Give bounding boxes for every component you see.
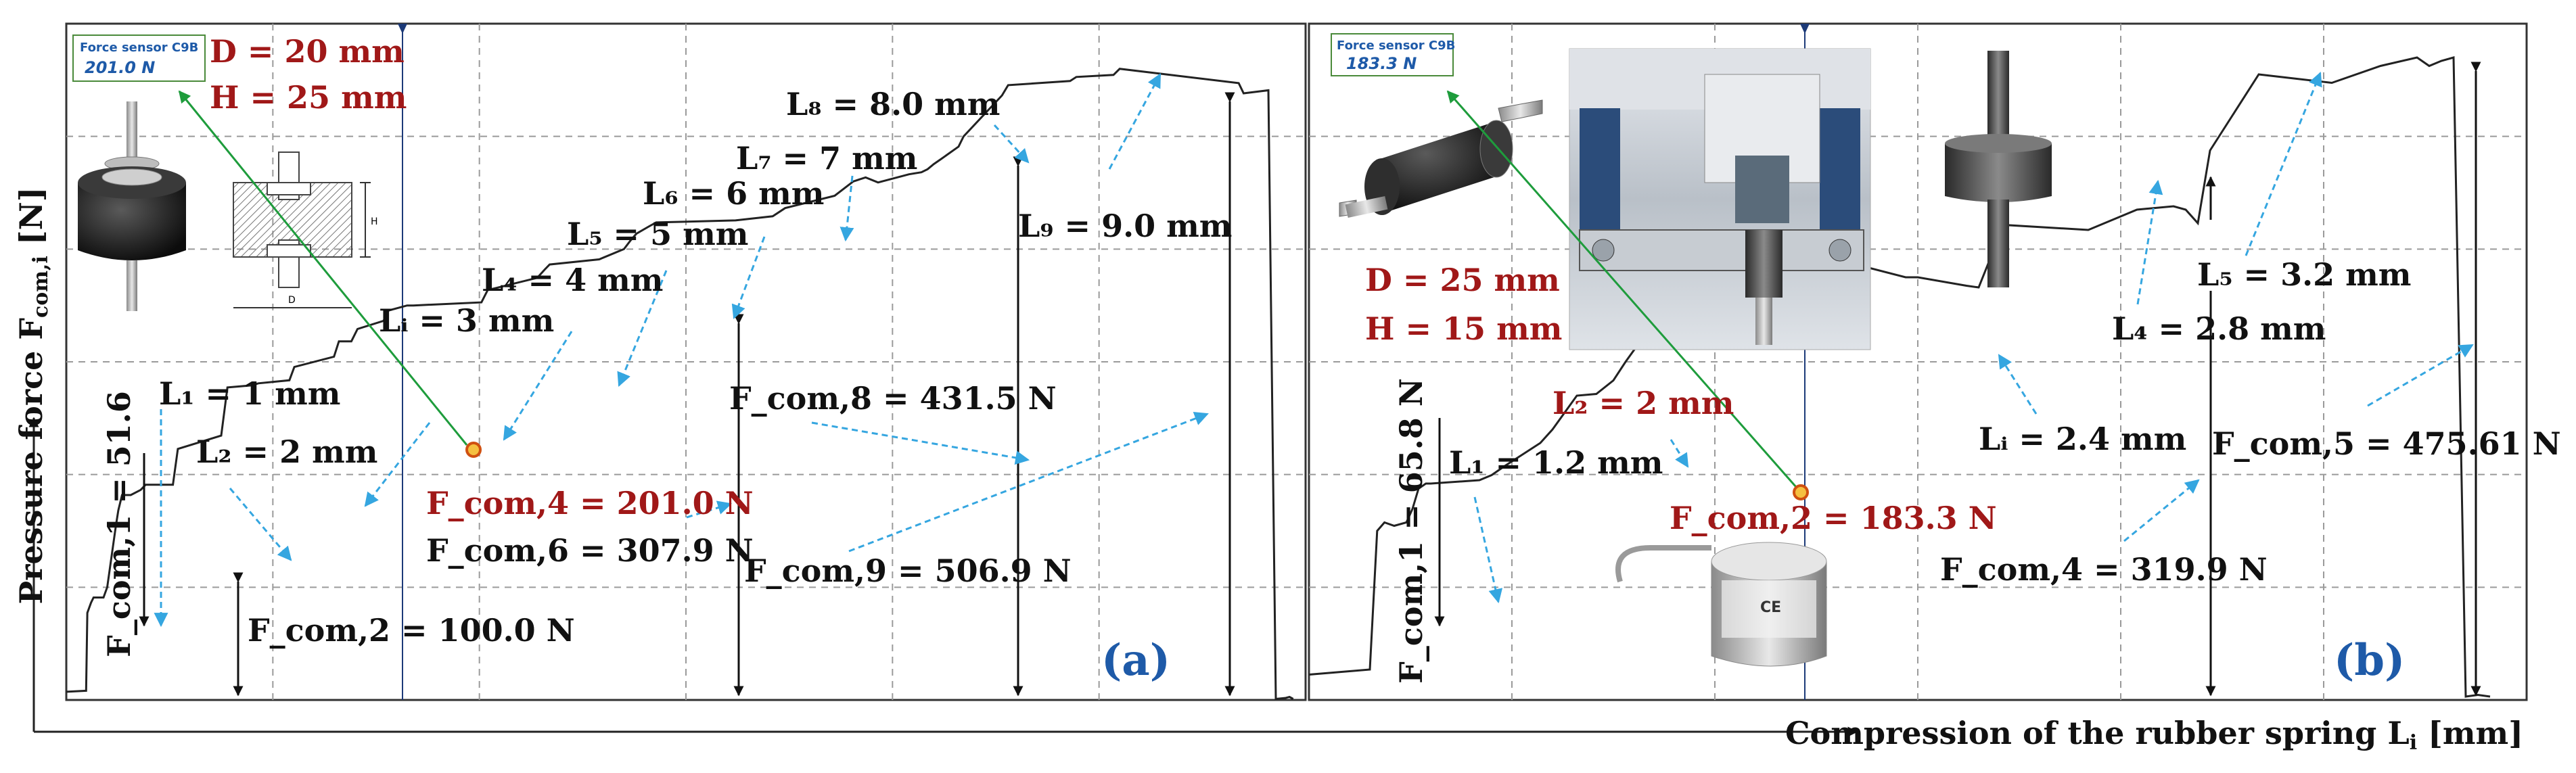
panel-a-sensor-box: Force sensor C9B 201.0 N: [72, 34, 206, 82]
panel-a-sensor-title: Force sensor C9B: [80, 41, 198, 55]
label-b-fcom4: F_com,4 = 319.9 N: [1940, 551, 2268, 588]
panel-a-cursor-marker: [398, 24, 407, 34]
svg-text:CE: CE: [1760, 599, 1781, 616]
label-a-l7: L₇ = 7 mm: [736, 140, 917, 177]
label-b-fcom5: F_com,5 = 475.61 N: [2212, 425, 2561, 462]
rubber-spring-photo-icon: [1339, 99, 1543, 218]
svg-text:D: D: [288, 295, 296, 306]
panel-b-cursor-marker: [1800, 24, 1810, 34]
panel-b-sensor-title: Force sensor C9B: [1337, 39, 1455, 53]
label-a-fcom1: F_com,1 = 51.6: [101, 391, 137, 657]
panel-b-measurement-marker: [1793, 484, 1809, 500]
label-a-l8: L₈ = 8.0 mm: [786, 86, 1000, 122]
label-b-li: Lᵢ = 2.4 mm: [1979, 421, 2186, 457]
panel-b-spring-height: H = 15 mm: [1365, 310, 1562, 347]
panel-a-measurement-marker: [465, 442, 482, 458]
label-a-l1: L₁ = 1 mm: [159, 375, 340, 412]
label-a-l6: L₆ = 6 mm: [643, 175, 824, 212]
label-a-li: Lᵢ = 3 mm: [379, 302, 554, 339]
panel-b-green-arrow: [1446, 90, 1797, 488]
panel-a-force-curve: [66, 68, 1294, 701]
load-cell-photo-icon: CE: [1615, 542, 1827, 667]
panel-a-chart: Force sensor C9B 201.0 N D = 20 mm H = 2…: [65, 22, 1307, 701]
label-a-l9: L₉ = 9.0 mm: [1018, 208, 1232, 244]
panel-a-force-arrows: [139, 92, 1235, 697]
x-axis-title: Compression of the rubber spring Li [mm]: [1785, 715, 2523, 755]
panel-a-grid: [66, 24, 1306, 700]
panel-b-force-arrows: [1434, 62, 2481, 697]
label-a-fcom4: F_com,4 = 201.0 N: [426, 485, 754, 521]
label-a-fcom8: F_com,8 = 431.5 N: [729, 380, 1057, 417]
rubber-spring-photo-icon: [78, 101, 186, 311]
panel-b-sensor-box: Force sensor C9B 183.3 N: [1331, 33, 1455, 76]
label-a-fcom9: F_com,9 = 506.9 N: [744, 553, 1072, 589]
spring-3d-render-icon: [1945, 51, 2052, 287]
label-b-l4: L₄ = 2.8 mm: [2112, 310, 2326, 347]
panel-a-tag: (a): [1101, 635, 1170, 686]
panel-b-chart: Force sensor C9B 183.3 N: [1308, 22, 2561, 701]
label-a-fcom2: F_com,2 = 100.0 N: [248, 612, 575, 649]
label-b-l2: L₂ = 2 mm: [1552, 385, 1734, 421]
panel-b-annotation-arrows: [1473, 72, 2474, 604]
panel-b-tag: (b): [2334, 635, 2405, 686]
test-rig-photo-icon: [1569, 48, 1871, 350]
label-a-l2: L₂ = 2 mm: [196, 434, 377, 470]
label-b-fcom2: F_com,2 = 183.3 N: [1670, 500, 1997, 536]
panel-b-sensor-value: 183.3 N: [1346, 54, 1417, 73]
label-b-fcom1: F_com,1 = 65.8 N: [1393, 378, 1429, 684]
panel-a-green-arrow: [178, 90, 468, 446]
label-a-fcom6: F_com,6 = 307.9 N: [426, 532, 754, 569]
panel-a-annotation-arrows: [154, 73, 1209, 628]
panel-a-spring-height: H = 25 mm: [210, 79, 407, 116]
spring-section-drawing-icon: H D: [233, 151, 378, 308]
panel-a-sensor-value: 201.0 N: [85, 58, 155, 77]
panel-b-spring-diameter: D = 25 mm: [1365, 262, 1560, 298]
svg-text:H: H: [371, 216, 378, 227]
label-a-l5: L₅ = 5 mm: [567, 216, 748, 252]
label-b-l1: L₁ = 1.2 mm: [1449, 444, 1663, 481]
y-axis-title: Pressure force Fcom,i [N]: [13, 187, 53, 605]
outer-axes: [28, 417, 1858, 737]
label-a-l4: L₄ = 4 mm: [482, 262, 663, 298]
panel-a-spring-diameter: D = 20 mm: [210, 33, 405, 70]
label-b-l5: L₅ = 3.2 mm: [2197, 256, 2411, 293]
